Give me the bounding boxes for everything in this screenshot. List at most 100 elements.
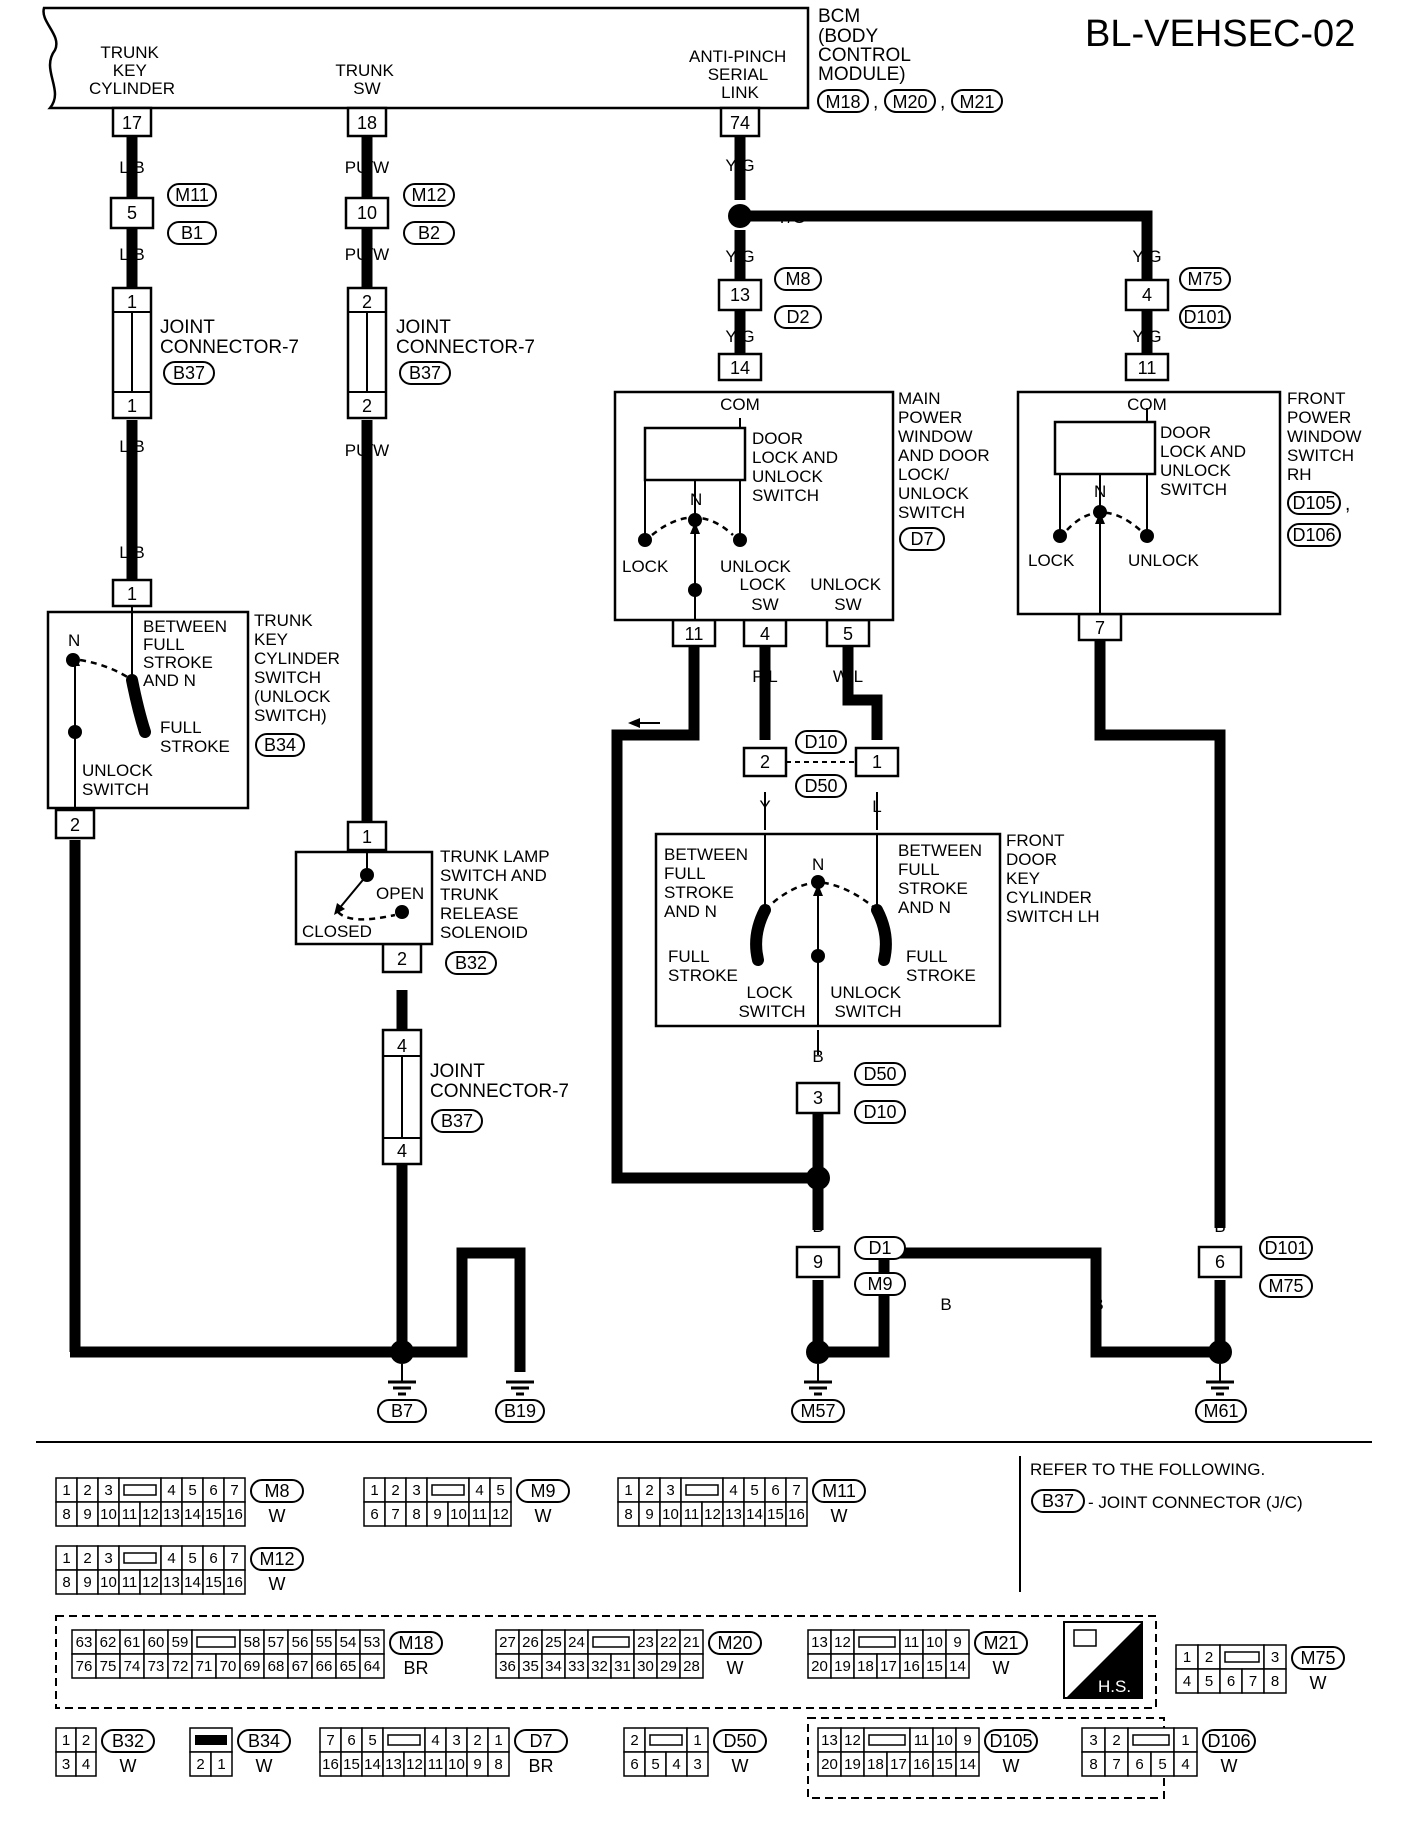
connector-pin-number: 15 [926,1658,943,1675]
connector-lock-tab [123,1552,157,1564]
connector-pin-number: 15 [767,1506,784,1523]
connector-pin-number: 60 [148,1634,165,1651]
svg-text:M75: M75 [1187,269,1222,289]
connector-id: D106 [1207,1731,1250,1751]
connector-pin-number: 2 [83,1482,91,1499]
connector-pin-number: 19 [834,1658,851,1675]
svg-text:OPEN: OPEN [376,884,424,903]
connector-pin-number: 13 [821,1732,838,1749]
connector-pin-number: 6 [771,1482,779,1499]
svg-text:UNLOCK SWITCH: UNLOCK SWITCH [82,761,158,799]
connector-pin-number: 9 [83,1506,91,1523]
connector-color: W [256,1756,273,1776]
connector-pin-number: 19 [844,1756,861,1773]
connector-pin-number: 18 [857,1658,874,1675]
front-pw-rh-label: FRONT POWER WINDOW SWITCH RH [1287,389,1366,484]
connector-pin-number: 6 [347,1732,355,1749]
connector-pin-number: 59 [172,1634,189,1651]
svg-text:B: B [396,997,407,1016]
svg-text:14: 14 [730,358,750,378]
svg-text:7: 7 [1095,618,1105,638]
connector-pin-number: 12 [492,1506,509,1523]
svg-text:LOCK SWITCH: LOCK SWITCH [738,983,805,1021]
svg-text:B: B [812,1295,823,1314]
svg-text:6: 6 [1215,1252,1225,1272]
connector-pin-number: 10 [100,1574,117,1591]
connector-pin-number: 18 [867,1756,884,1773]
connector-pin-number: 36 [499,1658,516,1675]
connector-pin-number: 25 [545,1634,562,1651]
wires [69,136,1226,1372]
connector-pin-number: 10 [936,1732,953,1749]
svg-text:D105: D105 [1292,493,1335,513]
svg-text:L: L [872,797,881,816]
connector-pin-number: 7 [391,1506,399,1523]
joint-connector-c: 4 4 JOINT CONNECTOR-7 B37 [381,1028,569,1166]
connector-pin-number: 16 [788,1506,805,1523]
connector-pin-number: 4 [167,1550,175,1567]
connector-pin-number: 7 [1112,1756,1120,1773]
connector-pin-number: 1 [370,1482,378,1499]
connector-pin-number: 15 [205,1506,222,1523]
svg-text:B2: B2 [418,223,440,243]
connector-lock-tab [868,1734,906,1746]
svg-text:W/L: W/L [833,667,863,686]
svg-text:L/B: L/B [119,158,145,177]
connector-pin-number: 10 [926,1634,943,1651]
connector-color: W [831,1506,848,1526]
connector-color: W [120,1756,137,1776]
bcm-label: BCM (BODY CONTROL MODULE) [818,6,915,85]
svg-text:B: B [940,1295,951,1314]
legend: REFER TO THE FOLLOWING. B37 - JOINT CONN… [1030,1460,1303,1513]
connector-color: W [732,1756,749,1776]
connector-pin-number: 2 [196,1756,204,1773]
connector-pin-number: 10 [662,1506,679,1523]
connector-pin-number: 15 [205,1574,222,1591]
svg-text:4: 4 [397,1036,407,1056]
connector-pin-number: 3 [1089,1732,1097,1749]
connector-pin-number: 53 [364,1634,381,1651]
connector-pin-number: 11 [684,1506,700,1523]
splice-points [390,204,1232,1364]
connector-pin-number: 1 [62,1550,70,1567]
connector-id: B34 [248,1731,280,1751]
svg-text:4: 4 [397,1141,407,1161]
svg-text:2: 2 [397,949,407,969]
connector-pin-number: 20 [821,1756,838,1773]
svg-text:M57: M57 [800,1401,835,1421]
connector-pin-number: 3 [1271,1649,1279,1666]
connector-color: W [1221,1756,1238,1776]
svg-text:B: B [812,1217,823,1236]
svg-text:1: 1 [127,584,137,604]
svg-text:B37: B37 [1042,1491,1074,1511]
svg-text:11: 11 [1138,358,1157,378]
svg-text:UNLOCK SW: UNLOCK SW [810,575,886,614]
connector-pin-number: 9 [433,1506,441,1523]
hs-symbol: H.S. [1063,1621,1143,1699]
connector-lock-tab [387,1734,421,1746]
svg-text:UNLOCK: UNLOCK [720,557,792,576]
connector-pin-number: 8 [62,1506,70,1523]
connector-tags: M11 B1 M12 B2 M8 D2 M75 D101 D10 D50 D50… [167,183,1313,1298]
svg-text:10: 10 [357,203,377,223]
connector-color: W [269,1574,286,1594]
connector-pin-number: 12 [844,1732,861,1749]
connector-pin-number: 1 [1183,1649,1191,1666]
connector-pin-number: 12 [834,1634,851,1651]
connector-pin-number: 28 [683,1658,700,1675]
svg-text:Y/G: Y/G [725,247,754,266]
connector-pin-number: 9 [953,1634,961,1651]
connector-pin-number: 58 [244,1634,261,1651]
connector-pin-number: 2 [630,1732,638,1749]
joint-connector-a: 1 1 JOINT CONNECTOR-7 B37 [111,286,299,420]
connector-pin-number: 66 [316,1658,333,1675]
connector-pin-number: 4 [167,1482,175,1499]
svg-text:74: 74 [730,113,750,133]
svg-text:UNLOCK: UNLOCK [1128,551,1200,570]
connector-pin-number: 3 [452,1732,460,1749]
connector-pin-number: 14 [959,1756,976,1773]
